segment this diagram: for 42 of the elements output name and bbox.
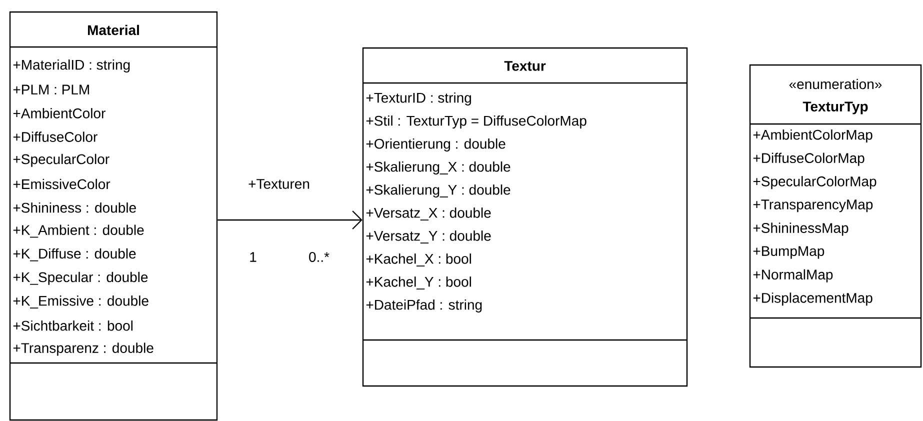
attribute-text: +AmbientColor bbox=[13, 108, 106, 118]
attribute-text: +DisplacementMap bbox=[753, 292, 872, 306]
class-name: Material bbox=[88, 24, 139, 36]
attribute-text: +SpecularColor bbox=[13, 154, 110, 167]
class-box bbox=[362, 47, 688, 387]
attribute-text: +Versatz_Y : double bbox=[366, 230, 491, 244]
attribute-text: +AmbientColorMap bbox=[753, 129, 872, 143]
attribute-text: +Shininess : double bbox=[13, 202, 136, 213]
attribute-text: +Skalierung_X : double bbox=[366, 161, 510, 175]
attribute-text: +BumpMap bbox=[753, 246, 824, 259]
attribute-text: +K_Ambient : double bbox=[13, 224, 144, 238]
attribute-text: +Sichtbarkeit : bool bbox=[13, 320, 132, 331]
class-box bbox=[749, 64, 922, 368]
association-arrow bbox=[218, 210, 362, 230]
attribute-text: +K_Specular : double bbox=[13, 272, 148, 285]
attribute-text: +MaterialID : string bbox=[13, 59, 130, 73]
attribute-text: +DateiPfad : string bbox=[366, 299, 482, 313]
attribute-text: +Kachel_X : bool bbox=[366, 254, 471, 266]
attribute-text: +NormalMap bbox=[753, 269, 833, 282]
attribute-text: +PLM : PLM bbox=[13, 84, 89, 94]
attribute-text: +K_Emissive : double bbox=[13, 296, 148, 308]
class-name: Textur bbox=[504, 61, 546, 71]
attribute-text: +DiffuseColorMap bbox=[753, 152, 864, 166]
attribute-text: +Versatz_X : double bbox=[366, 208, 491, 220]
attribute-text: +SpecularColorMap bbox=[753, 176, 876, 190]
attribute-text: +ShininessMap bbox=[753, 222, 848, 236]
attribute-text: +Stil : TexturTyp = DiffuseColorMap bbox=[366, 115, 586, 129]
attribute-text: +TexturID : string bbox=[366, 92, 471, 106]
stereotype-text: «enumeration» bbox=[789, 78, 882, 90]
attribute-text: +K_Diffuse : double bbox=[13, 248, 136, 262]
attribute-text: +TransparencyMap bbox=[753, 200, 873, 212]
attribute-text: +DiffuseColor bbox=[13, 132, 98, 142]
class-name: TexturTyp bbox=[802, 102, 868, 114]
attribute-text: +EmissiveColor bbox=[13, 178, 110, 190]
attribute-text: +Skalierung_Y : double bbox=[366, 184, 510, 198]
attribute-text: +Orientierung : double bbox=[366, 138, 506, 152]
multiplicity-label: 0..* bbox=[309, 252, 330, 262]
class-box bbox=[9, 11, 218, 421]
multiplicity-label: 1 bbox=[250, 252, 256, 262]
attribute-text: +Kachel_Y : bool bbox=[366, 276, 471, 290]
edge-label: +Texturen bbox=[248, 179, 310, 189]
attribute-text: +Transparenz : double bbox=[13, 342, 154, 356]
